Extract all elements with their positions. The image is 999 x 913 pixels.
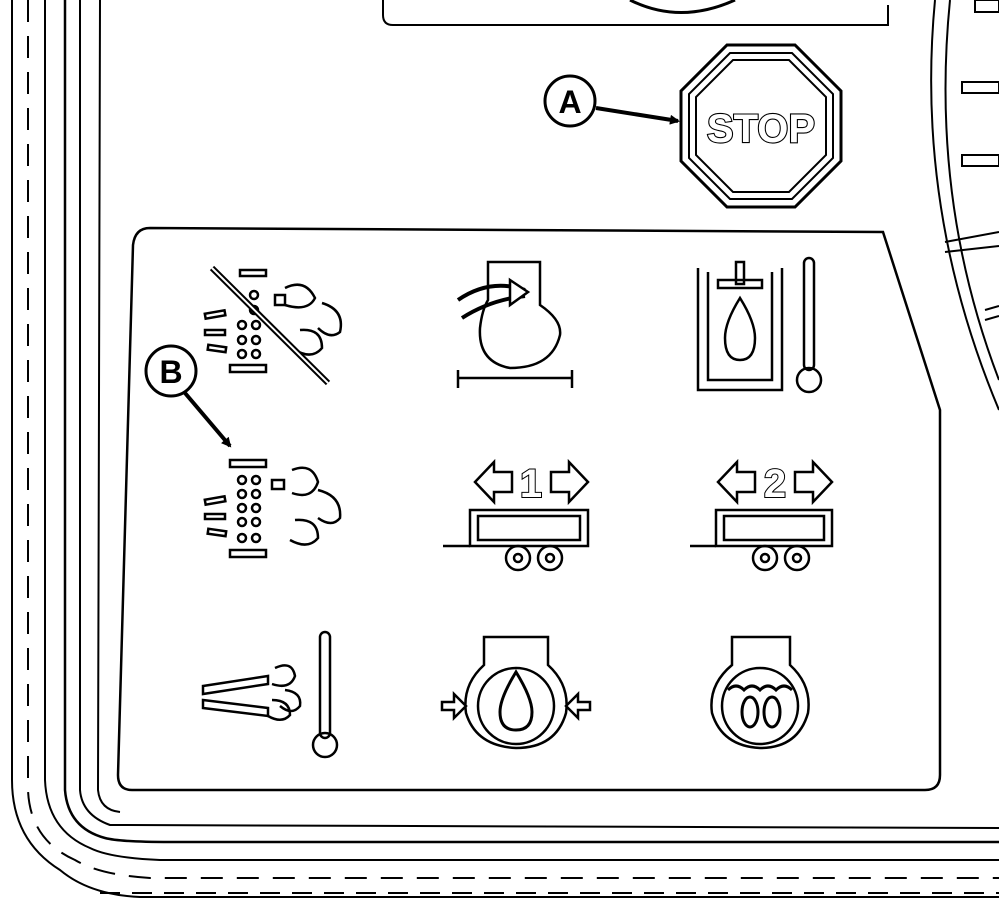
upper-display-frame bbox=[382, 0, 889, 26]
stop-warning-lamp: STOP bbox=[679, 43, 843, 209]
indicator-panel bbox=[116, 226, 942, 792]
callout-b-label: B bbox=[159, 354, 182, 390]
dpf-regeneration-icon bbox=[203, 458, 342, 559]
engine-oil-pressure-icon bbox=[440, 635, 592, 750]
stop-text: STOP bbox=[707, 107, 815, 151]
exhaust-temperature-icon bbox=[201, 630, 339, 759]
hydraulic-oil-temperature-icon bbox=[696, 256, 823, 394]
callout-a: A bbox=[543, 74, 680, 128]
implement-1-number: 1 bbox=[520, 462, 542, 506]
callout-a-label: A bbox=[558, 84, 581, 120]
implement-1-icon: 1 bbox=[443, 458, 590, 572]
housing-bezel bbox=[11, 0, 999, 898]
air-filter-restriction-icon bbox=[456, 260, 574, 388]
implement-2-number: 2 bbox=[764, 462, 786, 506]
glow-plug-icon bbox=[710, 635, 810, 750]
gauge-edge bbox=[930, 0, 999, 411]
dpf-regeneration-disabled-icon bbox=[203, 265, 343, 386]
callout-b: B bbox=[144, 344, 232, 448]
implement-2-icon: 2 bbox=[690, 458, 834, 572]
